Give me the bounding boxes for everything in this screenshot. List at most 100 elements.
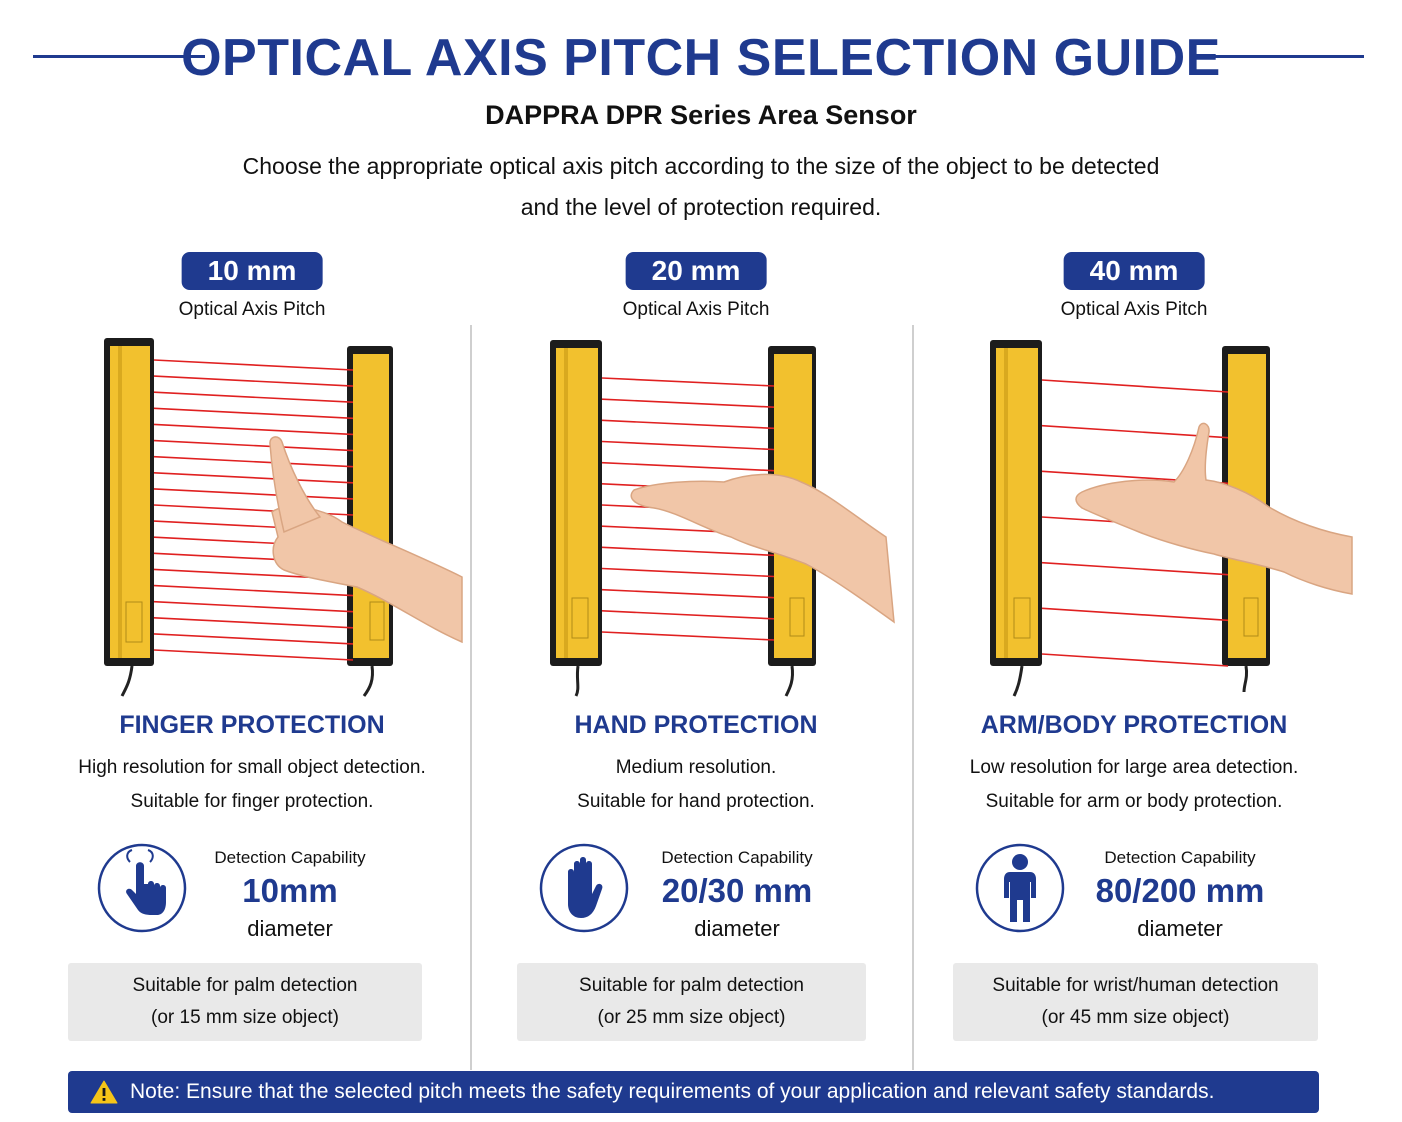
cable <box>1242 665 1249 693</box>
emitter-bar <box>550 340 602 666</box>
light-curtain-illustration <box>990 340 1353 697</box>
pitch-caption: Optical Axis Pitch <box>622 299 770 320</box>
light-beam <box>601 631 775 641</box>
hand-palm-icon <box>539 843 629 933</box>
column-divider-2 <box>912 325 914 1070</box>
finger-touch-icon <box>97 843 187 933</box>
capability-number: 80/200 <box>1095 872 1197 909</box>
light-beam <box>153 616 354 629</box>
capability-value: 20/30 mm <box>646 872 828 910</box>
protection-desc-2: Suitable for arm or body protection. <box>985 791 1283 812</box>
emitter-bar <box>990 340 1042 666</box>
capability-diameter: diameter <box>1137 916 1223 941</box>
emitter-bar <box>104 338 154 666</box>
open-palm-hand <box>630 473 895 624</box>
title-rule-right <box>1197 55 1364 58</box>
protection-title: FINGER PROTECTION <box>119 711 385 739</box>
person-body-icon <box>975 843 1065 933</box>
pitch-caption: Optical Axis Pitch <box>1060 299 1208 320</box>
light-beam <box>153 423 354 436</box>
beam-group <box>153 359 354 661</box>
protection-title: HAND PROTECTION <box>574 711 818 739</box>
light-beam <box>601 546 775 557</box>
suitability-box: Suitable for palm detection (or 15 mm si… <box>68 963 422 1041</box>
protection-desc-2: Suitable for hand protection. <box>577 791 815 812</box>
light-beam <box>153 600 354 613</box>
pitch-caption: Optical Axis Pitch <box>178 299 326 320</box>
page-subtitle: DAPPRA DPR Series Area Sensor <box>485 100 917 130</box>
capability-unit: mm <box>753 872 813 909</box>
cable <box>784 665 794 697</box>
suitability-line-2: (or 45 mm size object) <box>1041 1007 1230 1028</box>
column-divider-1 <box>470 325 472 1070</box>
suitability-line-1: Suitable for palm detection <box>579 975 804 996</box>
light-beam <box>601 610 775 620</box>
description-line-1: Choose the appropriate optical axis pitc… <box>242 153 1160 179</box>
light-beam <box>153 375 354 387</box>
protection-desc-1: High resolution for small object detecti… <box>78 757 426 778</box>
capability-diameter: diameter <box>247 916 333 941</box>
light-beam <box>153 584 354 597</box>
cable <box>120 665 134 697</box>
capability-value: 10mm <box>202 872 378 910</box>
capability-unit: mm <box>279 872 338 909</box>
light-beam <box>1041 607 1229 622</box>
warning-triangle-icon <box>90 1080 118 1104</box>
light-beam <box>153 649 354 661</box>
capability-number: 20/30 <box>661 872 745 909</box>
light-beam <box>153 488 354 500</box>
pitch-badge: 40 mm <box>1063 252 1205 290</box>
capability-label: Detection Capability <box>214 848 366 867</box>
description-line-2: and the level of protection required. <box>520 194 882 220</box>
protection-desc-1: Low resolution for large area detection. <box>969 757 1299 778</box>
pitch-badge: 20 mm <box>625 252 767 290</box>
pointing-finger-hand <box>269 436 463 644</box>
suitability-box: Suitable for palm detection (or 25 mm si… <box>517 963 866 1041</box>
capability-diameter: diameter <box>694 916 780 941</box>
protection-desc-2: Suitable for finger protection. <box>130 791 374 812</box>
capability-label: Detection Capability <box>1104 848 1256 867</box>
safety-note-bar: Note: Ensure that the selected pitch mee… <box>68 1071 1319 1113</box>
suitability-box: Suitable for wrist/human detection (or 4… <box>953 963 1318 1041</box>
suitability-line-2: (or 15 mm size object) <box>151 1007 339 1028</box>
light-beam <box>153 633 354 645</box>
light-beam <box>601 567 775 578</box>
safety-note-text: Note: Ensure that the selected pitch mee… <box>130 1080 1215 1103</box>
light-beam <box>1041 379 1229 393</box>
suitability-line-1: Suitable for palm detection <box>132 975 358 996</box>
capability-value: 80/200 mm <box>1074 872 1286 910</box>
light-beam <box>601 588 775 599</box>
light-curtain-illustration <box>104 338 463 697</box>
suitability-line-1: Suitable for wrist/human detection <box>992 975 1279 996</box>
light-beam <box>1041 561 1229 576</box>
light-curtain-illustration <box>550 340 895 697</box>
light-beam <box>153 359 354 371</box>
cable <box>362 665 374 697</box>
page-title: OPTICAL AXIS PITCH SELECTION GUIDE <box>181 29 1221 87</box>
receiver-bar <box>347 346 393 666</box>
light-beam <box>153 391 354 404</box>
light-beam <box>1041 653 1229 667</box>
light-beam <box>601 461 775 472</box>
title-rule-left <box>33 55 205 58</box>
pitch-column-10mm: 10 mm Optical Axis Pitch FINGER PROTECTI… <box>22 250 482 1050</box>
pitch-column-40mm: 40 mm Optical Axis Pitch ARM/BODY PROTEC… <box>904 250 1364 1050</box>
protection-title: ARM/BODY PROTECTION <box>980 711 1288 739</box>
light-beam <box>153 439 354 452</box>
open-hand <box>1075 422 1353 595</box>
light-beam <box>153 471 354 484</box>
pitch-column-20mm: 20 mm Optical Axis Pitch HAND PROTECTION… <box>466 250 926 1050</box>
light-beam <box>601 419 775 430</box>
light-beam <box>153 407 354 420</box>
cable <box>574 665 580 697</box>
capability-label: Detection Capability <box>661 848 813 867</box>
cable <box>1012 665 1024 697</box>
light-beam <box>153 455 354 468</box>
capability-unit: mm <box>1205 872 1265 909</box>
light-beam <box>601 398 775 408</box>
light-beam <box>601 440 775 451</box>
protection-desc-1: Medium resolution. <box>615 757 777 778</box>
suitability-line-2: (or 25 mm size object) <box>597 1007 786 1028</box>
capability-number: 10 <box>242 872 280 909</box>
pitch-badge: 10 mm <box>181 252 323 290</box>
